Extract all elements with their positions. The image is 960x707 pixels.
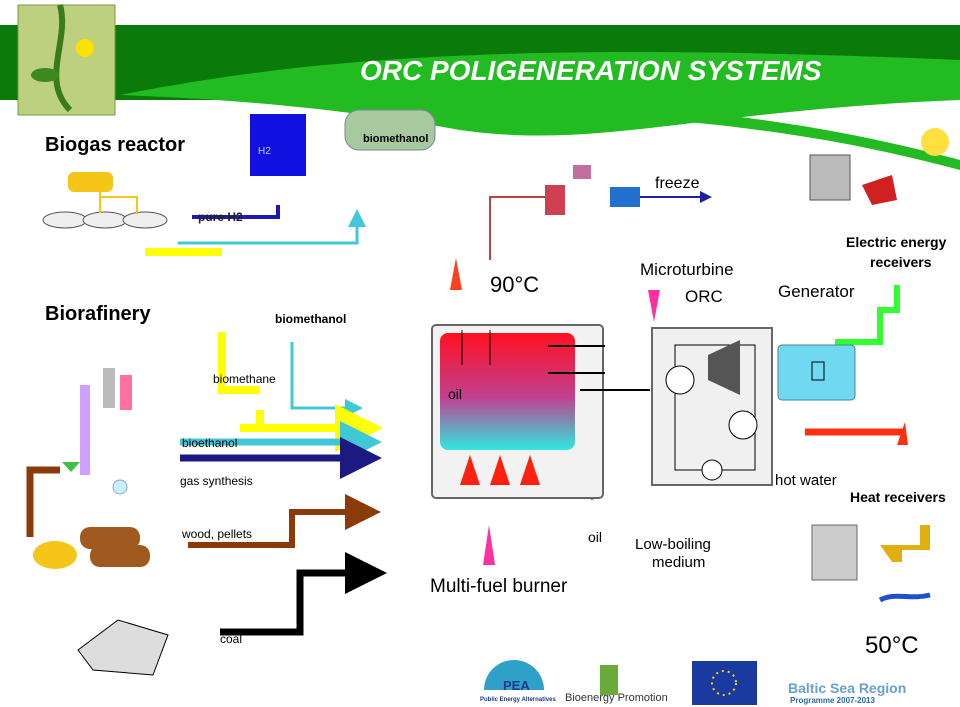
generator-label: Generator [778, 282, 855, 301]
pea-logo-text: PEA [503, 678, 530, 693]
temp-hot: 90°C [490, 272, 540, 297]
heat-receivers-label: Heat receivers [850, 489, 946, 505]
h2-cylinders [250, 114, 306, 176]
oil-tank-label: oil [448, 386, 463, 402]
biomethane-label: biomethane [213, 372, 276, 386]
low-boiling-label-2: medium [652, 554, 706, 571]
baltic-logo-text: Baltic Sea Region [788, 680, 907, 696]
orc-label: ORC [685, 287, 723, 306]
biomethanol-tank [344, 109, 436, 151]
wood-pellets-label: wood, pellets [182, 527, 253, 541]
electric-receivers-label-2: receivers [870, 254, 932, 270]
header-swoosh [120, 52, 960, 136]
gas-synthesis-label: gas synthesis [180, 474, 253, 488]
flames [460, 455, 540, 485]
oil-label: oil [588, 529, 603, 545]
freeze-label: freeze [655, 175, 700, 192]
generator-body [777, 344, 856, 401]
biogas-reactor-label: Biogas reactor [45, 134, 186, 156]
biorafinery-label: Biorafinery [45, 303, 151, 325]
microturbine-label: Microturbine [640, 260, 734, 279]
page-title: ORC POLIGENERATION SYSTEMS [360, 55, 822, 86]
baltic-logo-sub: Programme 2007-2013 [790, 696, 875, 705]
electric-receivers-label-1: Electric energy [846, 234, 947, 250]
multi-fuel-burner-label: Multi-fuel burner [430, 576, 568, 597]
biomethanol-label: biomethanol [275, 312, 347, 326]
biomethanol-tank-label: biomethanol [363, 133, 429, 145]
bioethanol-label: bioethanol [182, 436, 238, 450]
low-boiling-label-1: Low-boiling [635, 536, 711, 553]
hot-water-label: hot water [775, 472, 837, 489]
pea-logo-sub: Public Energy Alternatives [480, 697, 556, 703]
bioenergy-logo-text: Bioenergy Promotion [565, 692, 668, 704]
h2-label: H2 [258, 146, 271, 157]
coal-label: coal [220, 632, 243, 646]
pure-h2-label: pure H2 [198, 210, 243, 224]
logo [17, 4, 116, 116]
temp-cold: 50°C [865, 632, 919, 659]
